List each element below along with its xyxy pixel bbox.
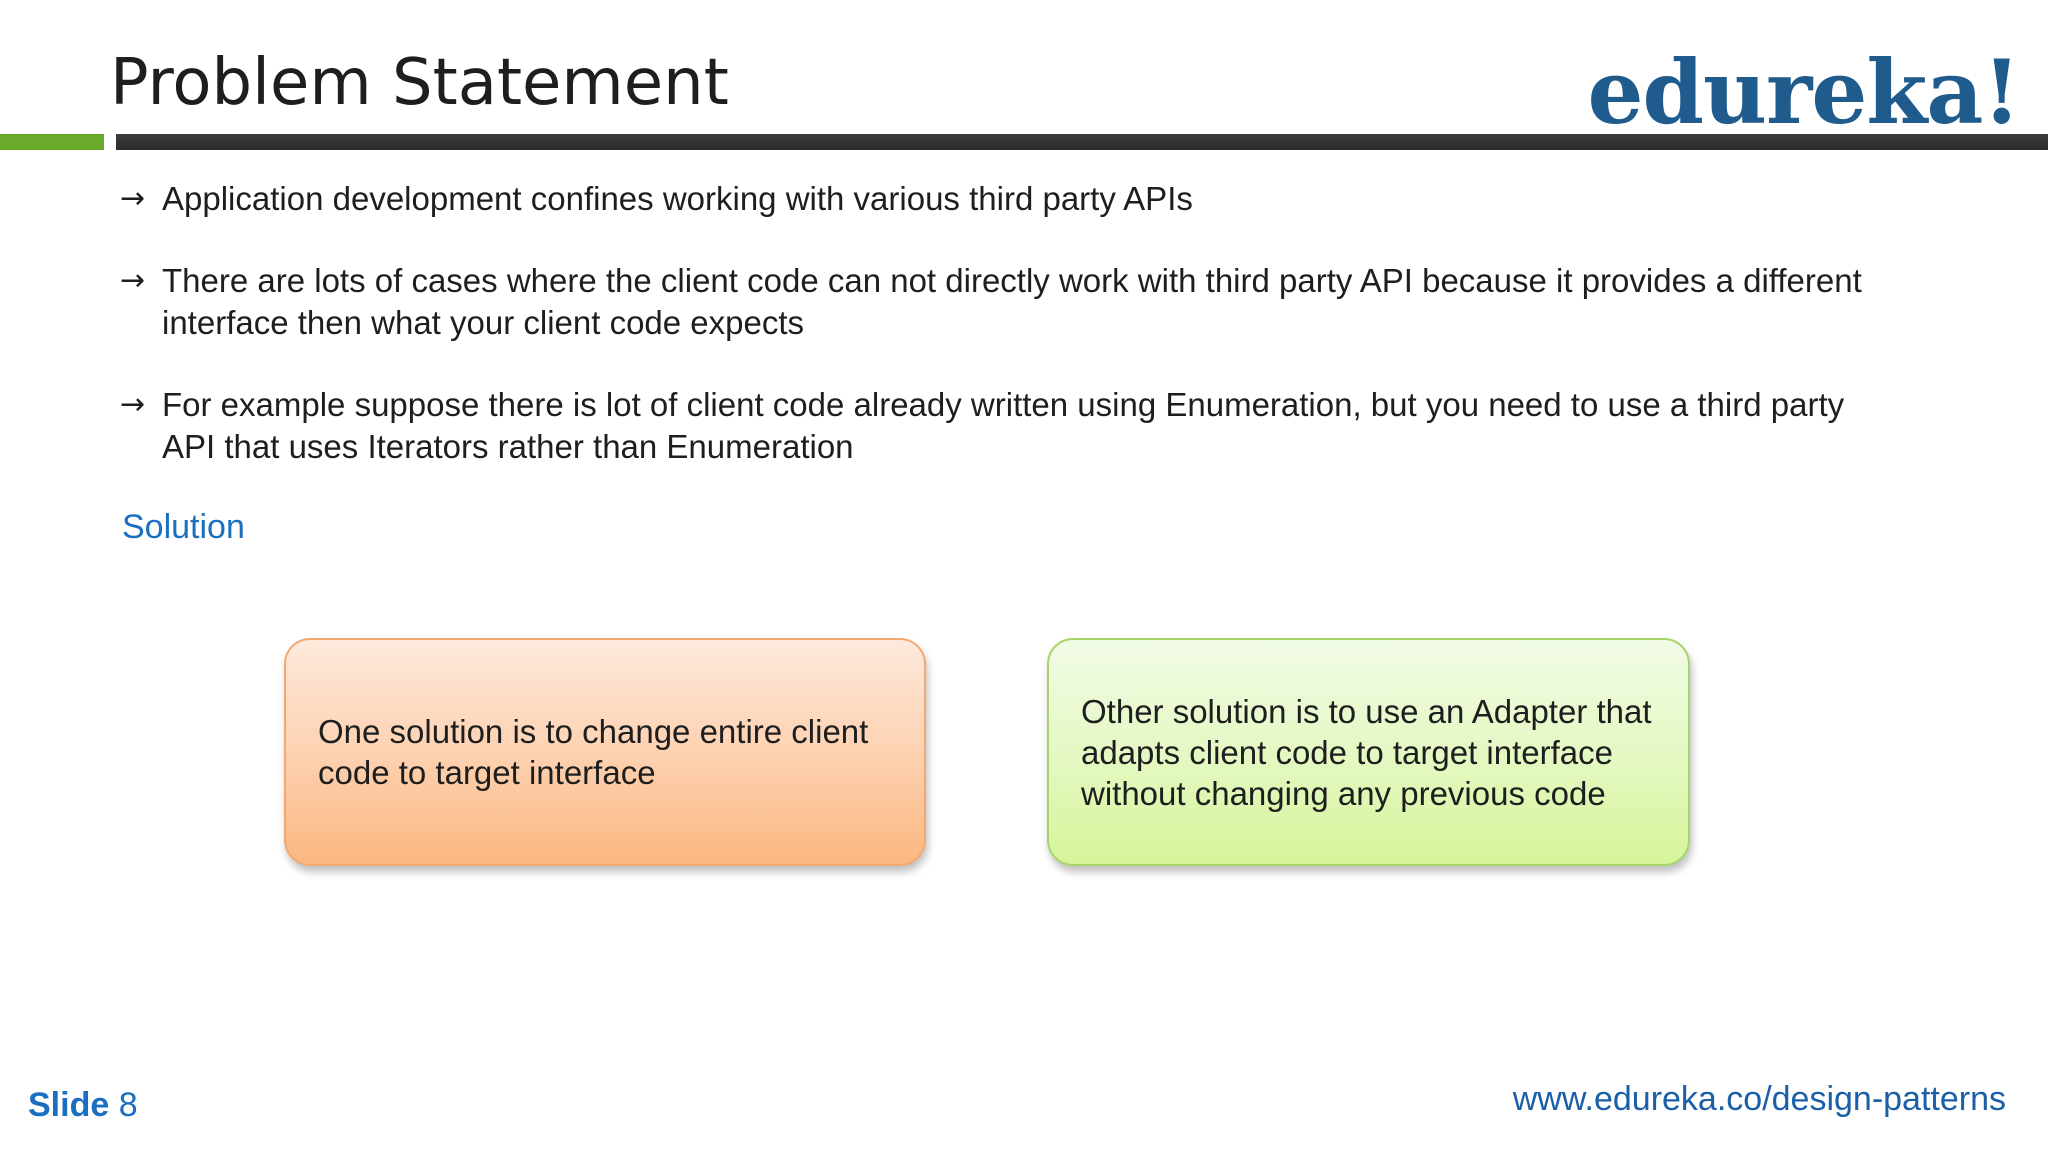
solution-box-text: One solution is to change entire client … [318, 713, 869, 791]
bullet-item: → There are lots of cases where the clie… [120, 260, 1900, 344]
accent-bar-green [0, 134, 104, 150]
bullet-item: → For example suppose there is lot of cl… [120, 384, 1900, 468]
bullet-text: There are lots of cases where the client… [162, 262, 1862, 341]
bullet-item: → Application development confines worki… [120, 178, 1900, 220]
slide-number-value: 8 [118, 1086, 138, 1124]
bullet-text: Application development confines working… [162, 180, 1193, 217]
edureka-logo: edureka! [1587, 40, 2021, 144]
solution-box-text: Other solution is to use an Adapter that… [1081, 692, 1652, 812]
slide-number: Slide 8 [28, 1086, 138, 1125]
solution-heading: Solution [122, 508, 245, 546]
slide-label: Slide [28, 1086, 110, 1124]
solution-box-adapter: Other solution is to use an Adapter that… [1047, 638, 1690, 866]
right-arrow-icon: → [120, 263, 146, 298]
title-underline-bar [116, 134, 2048, 150]
bullet-text: For example suppose there is lot of clie… [162, 386, 1845, 465]
right-arrow-icon: → [120, 387, 146, 422]
solution-box-change-client: One solution is to change entire client … [284, 638, 926, 866]
slide-title: Problem Statement [110, 46, 729, 120]
right-arrow-icon: → [120, 181, 146, 216]
bullet-list: → Application development confines worki… [120, 178, 1900, 508]
footer-url-link[interactable]: www.edureka.co/design-patterns [1512, 1080, 2006, 1118]
